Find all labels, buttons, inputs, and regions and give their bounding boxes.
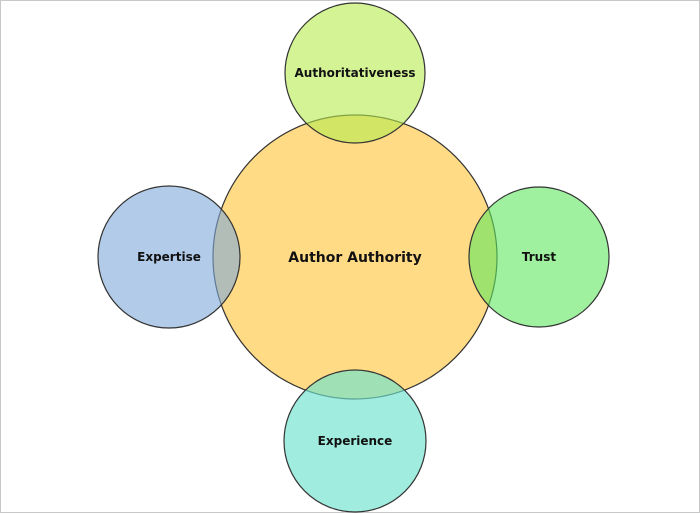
authoritativeness-label: Authoritativeness xyxy=(295,66,416,80)
trust-label: Trust xyxy=(522,250,556,264)
authoritativeness-circle xyxy=(284,2,426,144)
expertise-circle xyxy=(97,185,241,329)
trust-circle xyxy=(468,186,610,328)
experience-circle xyxy=(283,369,427,513)
experience-label: Experience xyxy=(318,434,393,448)
center-label: Author Authority xyxy=(288,250,421,266)
expertise-label: Expertise xyxy=(137,250,201,264)
